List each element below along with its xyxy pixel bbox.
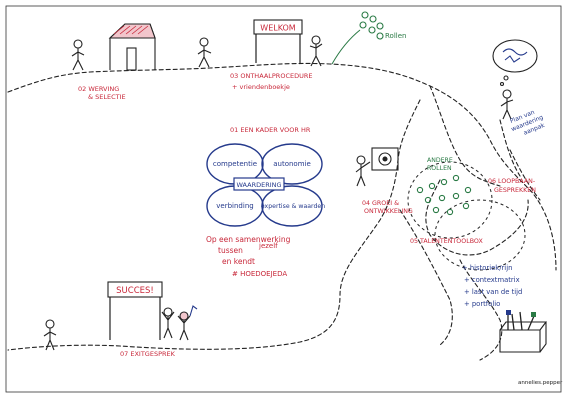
- samenwerking-note: Op een samenwerking tussen jezelf en ken…: [206, 235, 291, 278]
- person-walking-2: [197, 37, 212, 68]
- toolbox-item-3: + last van de tijd: [464, 288, 522, 296]
- house: [108, 23, 156, 71]
- station-exit: 07 EXITGESPREK: [120, 350, 176, 358]
- svg-text:jezelf: jezelf: [258, 242, 278, 250]
- person-thinking: [492, 39, 538, 120]
- svg-text:ONTWIKKELING: ONTWIKKELING: [364, 208, 413, 215]
- clover-center-label: WAARDERING: [236, 181, 281, 189]
- petal-label-competentie: competentie: [213, 160, 257, 168]
- plan-label: Plan van waardering aanpak: [509, 109, 546, 137]
- toolbox-item-2: + contextmatrix: [464, 276, 520, 284]
- person-cheering-1: [161, 307, 175, 339]
- werving-line1: 02 WERVING: [78, 85, 119, 93]
- rollen-pointer: [331, 29, 361, 65]
- petal-label-verbinding: verbinding: [216, 202, 253, 210]
- succes-sign: SUCCES!: [107, 281, 163, 340]
- svg-text:ANDERE: ANDERE: [427, 157, 453, 164]
- svg-text:tussen: tussen: [218, 246, 243, 255]
- artist-signature: annelies.pepper: [518, 380, 563, 386]
- petal-expertise: [261, 185, 323, 227]
- frame: [5, 5, 562, 393]
- person-cheering-2: [177, 305, 198, 341]
- svg-text:# HOEDOEJEDA: # HOEDOEJEDA: [232, 270, 287, 278]
- svg-text:GESPREKKEN: GESPREKKEN: [494, 187, 536, 194]
- station-werving: 02 WERVING & SELECTIE: [78, 85, 126, 101]
- toolbox-icon: [499, 310, 548, 353]
- welkom-sign-text: WELKOM: [260, 24, 296, 33]
- toolbox-item-1: + historiek/rijn: [462, 264, 512, 272]
- petal-label-expertise: expertise & waarden: [261, 203, 325, 210]
- person-walking-1: [71, 39, 85, 71]
- svg-text:04 GROEI &: 04 GROEI &: [362, 200, 399, 207]
- welkom-sign: WELKOM: [253, 19, 303, 63]
- petal-autonomie: [261, 143, 323, 185]
- werving-line2: & SELECTIE: [88, 93, 126, 101]
- toolbox-item-4: + portfolio: [464, 300, 500, 308]
- toolbox-list: + historiek/rijn + contextmatrix + last …: [462, 264, 522, 308]
- journey-paths: [7, 62, 557, 361]
- andere-rollen-dots: [416, 174, 472, 216]
- station-onthaal: 03 ONTHAALPROCEDURE + vriendenboekje: [230, 72, 312, 91]
- onthaal-line2: + vriendenboekje: [232, 83, 290, 91]
- svg-text:Op een samenwerking: Op een samenwerking: [206, 235, 291, 244]
- svg-text:en kendt: en kendt: [222, 257, 255, 266]
- person-welcome: [309, 35, 323, 67]
- petal-label-autonomie: autonomie: [273, 160, 311, 168]
- succes-sign-text: SUCCES!: [116, 286, 154, 296]
- andere-rollen-label: ANDERE ROLLEN: [427, 157, 453, 172]
- station-loopbaan: 06 LOOPBAAN- GESPREKKEN: [488, 178, 536, 194]
- svg-text:06 LOOPBAAN-: 06 LOOPBAAN-: [488, 178, 535, 185]
- person-leaving: [43, 319, 57, 351]
- waardering-clover: [206, 143, 323, 227]
- role-circles: [407, 161, 526, 271]
- person-presenting: [355, 147, 399, 187]
- onthaal-line1: 03 ONTHAALPROCEDURE: [230, 72, 312, 80]
- center-box: [233, 177, 285, 191]
- svg-text:ROLLEN: ROLLEN: [427, 165, 452, 172]
- kader-title: 01 EEN KADER VOOR HR: [230, 126, 311, 134]
- station-groei: 04 GROEI & ONTWIKKELING: [362, 200, 413, 215]
- toolbox-title: 05 TALENTENTOOLBOX: [410, 238, 483, 245]
- rollen-dots: [359, 11, 384, 40]
- rollen-label: Rollen: [385, 32, 406, 40]
